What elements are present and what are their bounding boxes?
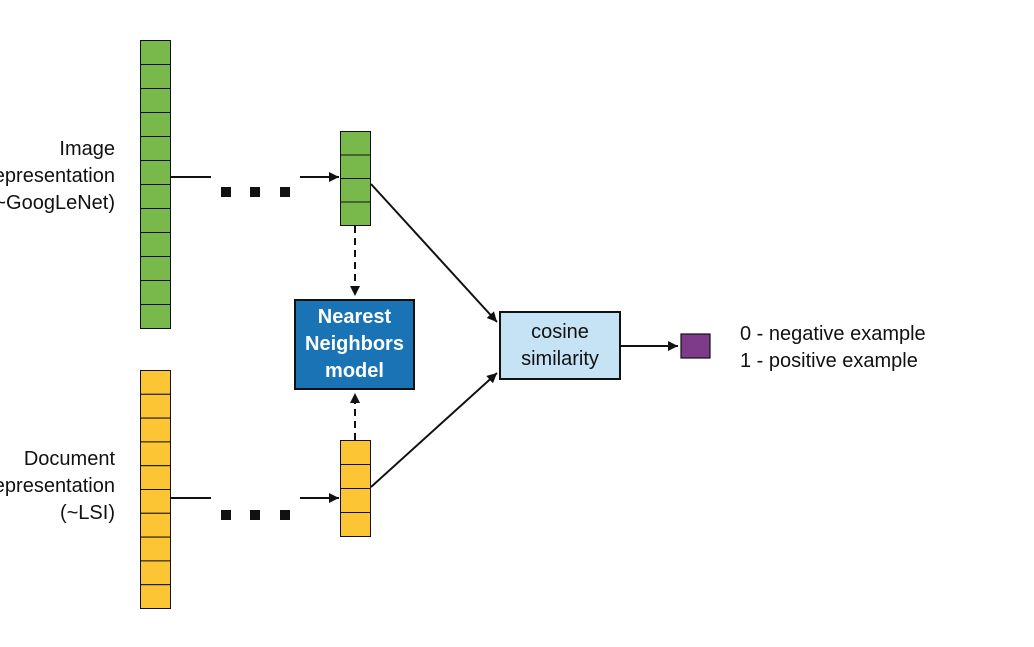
image-hidden-vector — [340, 131, 371, 226]
document-ellipsis — [221, 510, 290, 520]
image-representation-label: Image representation (~GoogLeNet) — [0, 136, 115, 217]
document-vector-cell — [140, 584, 171, 610]
document-vector-cell — [140, 370, 171, 395]
document-hidden-cell — [340, 464, 371, 489]
document-vector-cell — [140, 417, 171, 443]
image-label-line1: Image — [59, 138, 115, 160]
image-hidden-cell — [340, 201, 371, 226]
image-vector-cell — [140, 208, 171, 233]
image-hidden-cell — [340, 131, 371, 156]
document-vector-cell — [140, 489, 171, 514]
image-vector-cell — [140, 256, 171, 281]
image-vector-cell — [140, 280, 171, 305]
document-to-cosine-arrow — [370, 372, 498, 488]
image-hidden-cell — [340, 178, 371, 203]
document-representation-vector — [140, 370, 171, 610]
document-representation-label: Document representation (~LSI) — [0, 446, 115, 527]
document-vector-cell — [140, 560, 171, 586]
nn-label-line3: model — [325, 360, 384, 382]
nn-label-line2: Neighbors — [305, 333, 404, 355]
output-cell — [680, 333, 711, 359]
image-representation-vector — [140, 40, 171, 329]
output-legend: 0 - negative example 1 - positive exampl… — [740, 321, 926, 375]
document-hidden-cell — [340, 488, 371, 513]
document-label-line3: (~LSI) — [59, 502, 115, 524]
image-label-line2: representation — [0, 165, 115, 187]
nn-label-line1: Nearest — [317, 306, 392, 328]
output-legend-negative: 0 - negative example — [740, 323, 926, 345]
document-label-line1: Document — [23, 448, 115, 470]
image-ellipsis — [221, 187, 290, 197]
image-vector-cell — [140, 88, 171, 113]
image-vector-cell — [140, 232, 171, 257]
cosine-label-line1: cosine — [531, 320, 589, 343]
document-vector-cell — [140, 465, 171, 491]
document-vector-cell — [140, 393, 171, 419]
image-label-line3: (~GoogLeNet) — [0, 192, 115, 214]
image-to-cosine-arrow — [370, 183, 498, 323]
image-vector-cell — [140, 136, 171, 161]
document-hidden-cell — [340, 512, 371, 537]
image-hidden-cell — [340, 154, 371, 179]
cosine-similarity-box: cosine similarity — [499, 311, 621, 380]
image-vector-cell — [140, 304, 171, 329]
document-vector-cell — [140, 512, 171, 538]
image-vector-cell — [140, 112, 171, 137]
document-hidden-vector — [340, 440, 371, 537]
output-legend-positive: 1 - positive example — [740, 350, 918, 372]
nearest-neighbors-box: Nearest Neighbors model — [294, 299, 415, 390]
cosine-label-line2: similarity — [521, 347, 599, 370]
document-hidden-cell — [340, 440, 371, 465]
image-vector-cell — [140, 160, 171, 185]
image-vector-cell — [140, 40, 171, 65]
document-vector-cell — [140, 536, 171, 562]
image-vector-cell — [140, 64, 171, 89]
document-label-line2: representation — [0, 475, 115, 497]
image-vector-cell — [140, 184, 171, 209]
document-vector-cell — [140, 441, 171, 467]
